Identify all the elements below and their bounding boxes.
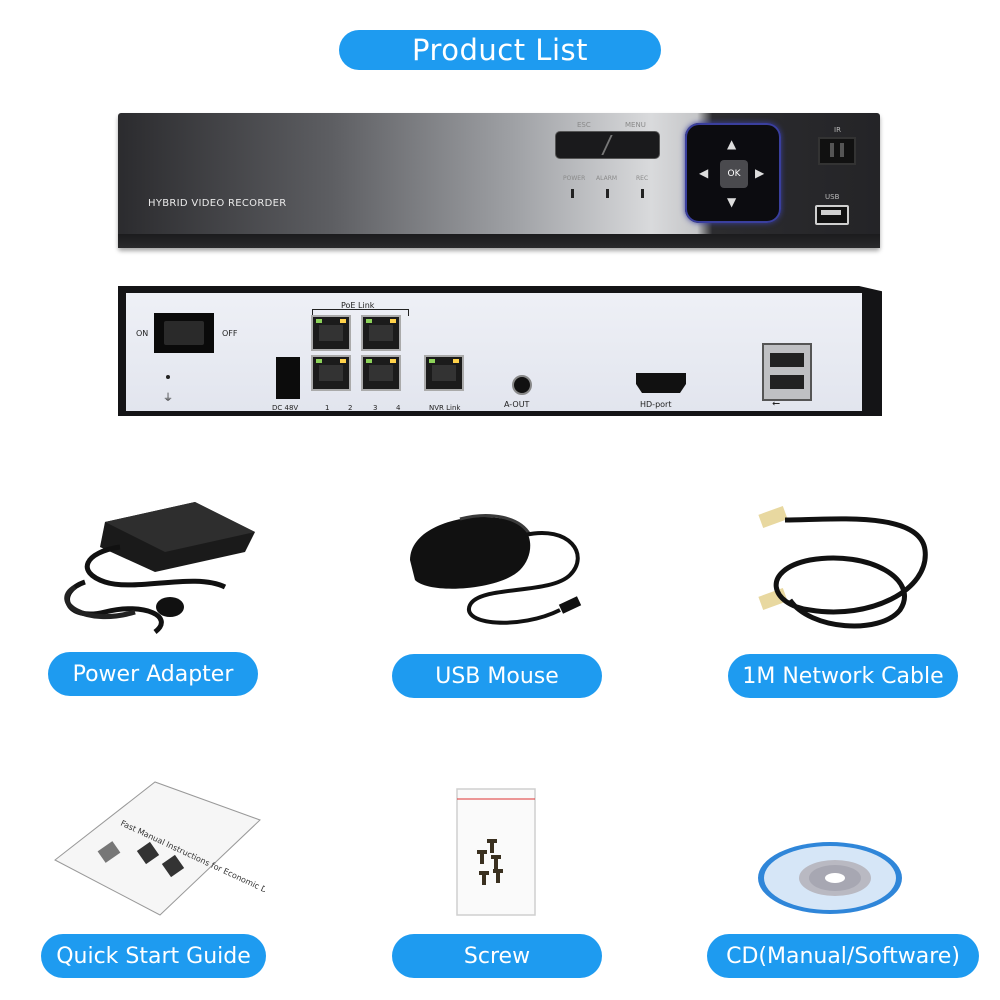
network-cable-image [758, 505, 928, 629]
nvr-label: NVR Link [429, 404, 461, 412]
audio-out-jack [512, 375, 532, 395]
poe-port-4 [361, 355, 401, 391]
port-number-3: 3 [373, 404, 378, 412]
item-label-cd: CD(Manual/Software) [707, 934, 979, 978]
recorder-rear-panel: ON OFF ⏚ DC 48V PoE Link 1 2 3 4 NVR Lin… [118, 286, 882, 416]
cd-image [758, 842, 902, 914]
ok-button: OK [720, 160, 748, 188]
usb-rear-ports [762, 343, 812, 401]
led-label-rec: REC [636, 175, 649, 182]
usb-front-label: USB [825, 193, 840, 201]
switch-off-label: OFF [222, 329, 238, 338]
arrow-up-icon: ▲ [727, 137, 737, 151]
ground-screw [166, 375, 170, 379]
arrow-left-icon: ◀ [699, 166, 709, 180]
rec-led [641, 189, 644, 198]
dc-power-jack [276, 357, 300, 399]
ir-label: IR [834, 126, 841, 134]
item-label-screw: Screw [392, 934, 602, 978]
rear-plate: ON OFF ⏚ DC 48V PoE Link 1 2 3 4 NVR Lin… [126, 293, 862, 412]
screw-bag-image [456, 788, 536, 916]
arrow-right-icon: ▶ [755, 166, 765, 180]
power-led [571, 189, 574, 198]
nvr-link-port [424, 355, 464, 391]
esc-label: ESC [577, 121, 591, 129]
dc-label: DC 48V [272, 404, 299, 412]
ground-icon: ⏚ [163, 393, 173, 404]
arrow-down-icon: ▼ [727, 195, 737, 209]
usb-front-port [815, 205, 849, 225]
usb-icon: ⭠ [772, 398, 780, 409]
power-switch [154, 313, 214, 353]
port-number-2: 2 [348, 404, 353, 412]
menu-label: MENU [625, 121, 646, 129]
aout-label: A-OUT [504, 400, 530, 409]
power-adapter-image [64, 502, 255, 634]
poe-port-2 [361, 315, 401, 351]
recorder-front-panel: HYBRID VIDEO RECORDER ESC MENU POWER ALA… [118, 113, 880, 248]
alarm-led [606, 189, 609, 198]
poe-label: PoE Link [341, 301, 375, 310]
page-title: Product List [339, 30, 661, 70]
switch-on-label: ON [136, 329, 149, 338]
port-number-4: 4 [396, 404, 401, 412]
hdmi-port [636, 373, 686, 393]
led-label-alarm: ALARM [596, 175, 618, 182]
item-label-power-adapter: Power Adapter [48, 652, 258, 696]
quick-start-guide-image: Fast Manual Instructions for Economic DV… [54, 781, 265, 916]
item-label-quick-start-guide: Quick Start Guide [41, 934, 266, 978]
esc-menu-buttons [555, 131, 660, 159]
poe-port-3 [311, 355, 351, 391]
item-label-usb-mouse: USB Mouse [392, 654, 602, 698]
navigation-pad: ▲ ▼ ◀ ▶ OK [685, 123, 781, 223]
front-panel-label: HYBRID VIDEO RECORDER [148, 198, 287, 209]
poe-port-1 [311, 315, 351, 351]
item-label-network-cable: 1M Network Cable [728, 654, 958, 698]
ir-receiver [818, 137, 856, 165]
hdmi-label: HD-port [640, 400, 672, 409]
led-label-power: POWER [563, 175, 586, 182]
port-number-1: 1 [325, 404, 330, 412]
poe-bracket [312, 309, 409, 316]
usb-mouse-image [410, 514, 582, 625]
